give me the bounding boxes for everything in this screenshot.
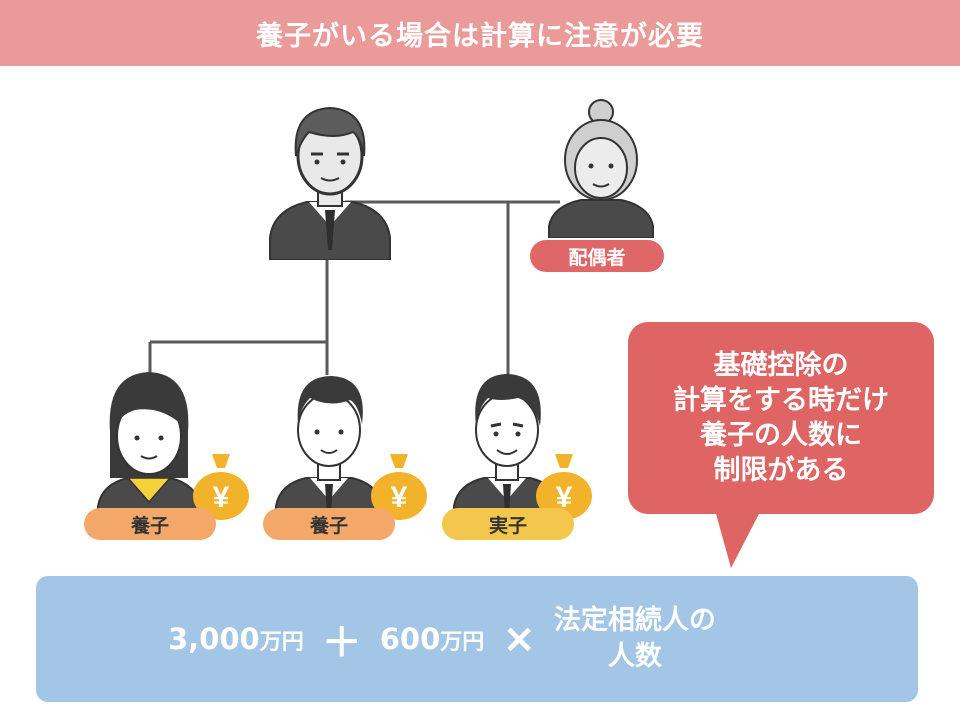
money-bag-icon: ¥ — [371, 454, 427, 520]
yen-symbol: ¥ — [556, 481, 573, 514]
money-bag-icon: ¥ — [193, 454, 249, 520]
adopted-child-1-badge: 養子 — [84, 508, 216, 540]
page-title: 養子がいる場合は計算に注意が必要 — [0, 0, 960, 66]
per-amount: 600 — [379, 622, 441, 656]
heirs-line-1: 法定相続人の — [553, 605, 716, 636]
formula-box: 3,000万円 ＋ 600万円 × 法定相続人の 人数 — [36, 576, 918, 702]
adopted-child-2-badge: 養子 — [263, 508, 395, 540]
callout-line-1: 基礎控除の — [713, 350, 849, 381]
biological-child-label: 実子 — [488, 514, 527, 537]
yen-symbol: ¥ — [391, 481, 408, 514]
callout-line-2: 計算をする時だけ — [673, 385, 889, 416]
adopted-child-2-label: 養子 — [309, 514, 348, 537]
yen-symbol: ¥ — [213, 481, 230, 514]
callout-tail — [715, 510, 761, 568]
per-unit: 万円 — [440, 630, 485, 655]
adopted-child-1-figure — [90, 368, 208, 518]
heirs-line-2: 人数 — [607, 641, 662, 672]
biological-child-badge: 実子 — [442, 508, 574, 540]
times-operator: × — [502, 616, 536, 662]
spouse-figure — [545, 98, 657, 238]
heir-count: 法定相続人の 人数 — [554, 603, 716, 675]
base-unit: 万円 — [259, 630, 304, 655]
spouse-label-badge: 配偶者 — [530, 240, 664, 272]
callout-line-3: 養子の人数に — [700, 420, 862, 451]
title-text: 養子がいる場合は計算に注意が必要 — [256, 20, 704, 52]
spouse-label: 配偶者 — [568, 246, 626, 269]
base-amount: 3,000 — [168, 622, 260, 656]
base-deduction: 3,000万円 — [168, 622, 304, 656]
adopted-child-1-label: 養子 — [130, 514, 169, 537]
father-figure — [265, 98, 395, 260]
per-heir-deduction: 600万円 — [380, 622, 485, 656]
plus-operator: ＋ — [321, 620, 362, 666]
callout-bubble: 基礎控除の 計算をする時だけ 養子の人数に 制限がある — [628, 322, 934, 514]
callout-line-4: 制限がある — [713, 455, 849, 486]
